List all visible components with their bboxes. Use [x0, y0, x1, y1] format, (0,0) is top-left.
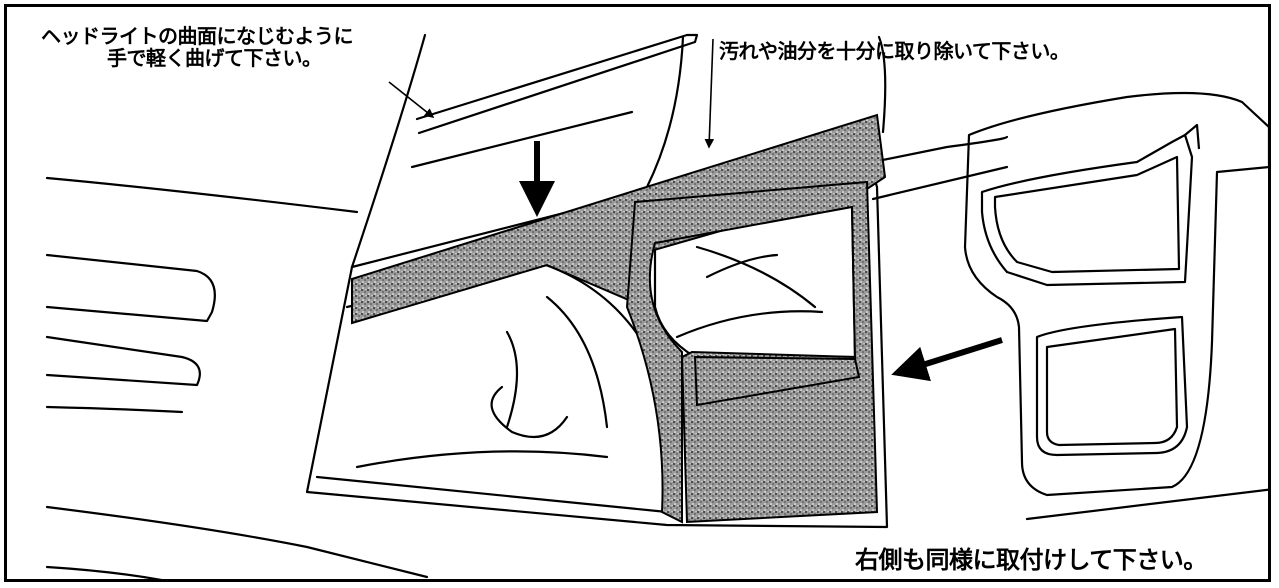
bend-instruction-line1: ヘッドライトの曲面になじむように — [41, 24, 354, 48]
bend-callout-leader — [388, 81, 435, 118]
grille-drawing — [45, 176, 359, 414]
headlight-garnish-illustration — [45, 33, 1268, 579]
clean-callout-leader — [704, 38, 715, 149]
callout-arrows — [388, 38, 1003, 382]
instruction-diagram: ヘッドライトの曲面になじむように 手で軽く曲げて下さい。 汚れや油分を十分に取り… — [4, 4, 1271, 582]
other-side-instruction-caption: 右側も同様に取付けして下さい。 — [855, 546, 1207, 574]
clean-instruction-caption: 汚れや油分を十分に取り除いて下さい。 — [719, 39, 1070, 63]
attach-arrow — [891, 337, 1003, 382]
bend-instruction-line2: 手で軽く曲げて下さい。 — [107, 46, 322, 70]
garnish-piece — [351, 113, 887, 524]
spare-garnish-drawing — [963, 91, 1268, 497]
bend-instruction-caption: ヘッドライトの曲面になじむように 手で軽く曲げて下さい。 — [41, 24, 354, 70]
bumper-drawing — [45, 488, 1268, 579]
cab-body-drawing — [350, 33, 1009, 269]
